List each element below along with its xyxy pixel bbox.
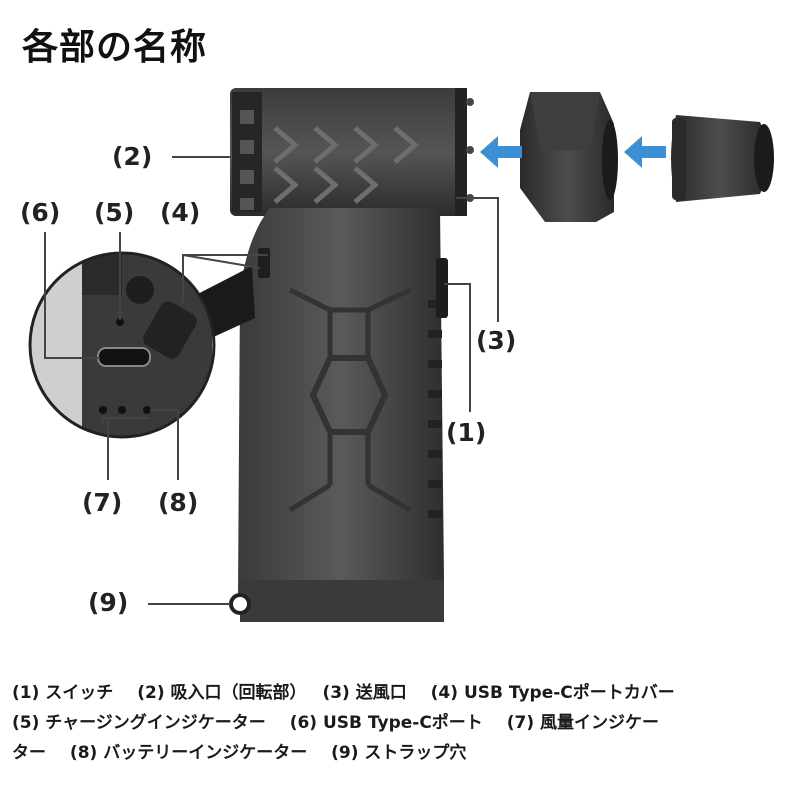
legend-item-3: (3) 送風口 (322, 683, 407, 703)
leader-lines (44, 156, 499, 605)
nozzle-large (520, 92, 618, 222)
nozzle-small (671, 115, 774, 202)
legend-item-4: (4) USB Type-Cポートカバー (430, 683, 675, 703)
legend-item-7: (7) 風量インジケー (506, 713, 660, 733)
strap-hole (229, 593, 251, 615)
callout-8: (8) (158, 488, 199, 517)
legend-item-1: (1) スイッチ (12, 683, 114, 703)
legend-item-5: (5) チャージングインジケーター (12, 713, 266, 733)
switch-button (436, 258, 448, 318)
callout-9: (9) (88, 588, 129, 617)
legend-item-9: (9) ストラップ穴 (331, 743, 467, 763)
legend-item-2: (2) 吸入口（回転部） (137, 683, 307, 703)
legend-item-7-cont: ター (12, 743, 46, 763)
callout-2: (2) (112, 142, 153, 171)
blower-head (230, 88, 474, 216)
callout-1: (1) (446, 418, 487, 447)
legend-item-6: (6) USB Type-Cポート (289, 713, 483, 733)
callout-3: (3) (476, 326, 517, 355)
callout-6: (6) (20, 198, 61, 227)
arrow-icon (480, 136, 666, 168)
callout-4: (4) (160, 198, 201, 227)
callout-5: (5) (94, 198, 135, 227)
legend-item-8: (8) バッテリーインジケーター (69, 743, 308, 763)
callout-7: (7) (82, 488, 123, 517)
zoom-inset (28, 251, 255, 439)
parts-legend: (1) スイッチ (2) 吸入口（回転部） (3) 送風口 (4) USB Ty… (12, 678, 792, 768)
blower-grip (229, 208, 448, 622)
page-title: 各部の名称 (22, 27, 208, 68)
